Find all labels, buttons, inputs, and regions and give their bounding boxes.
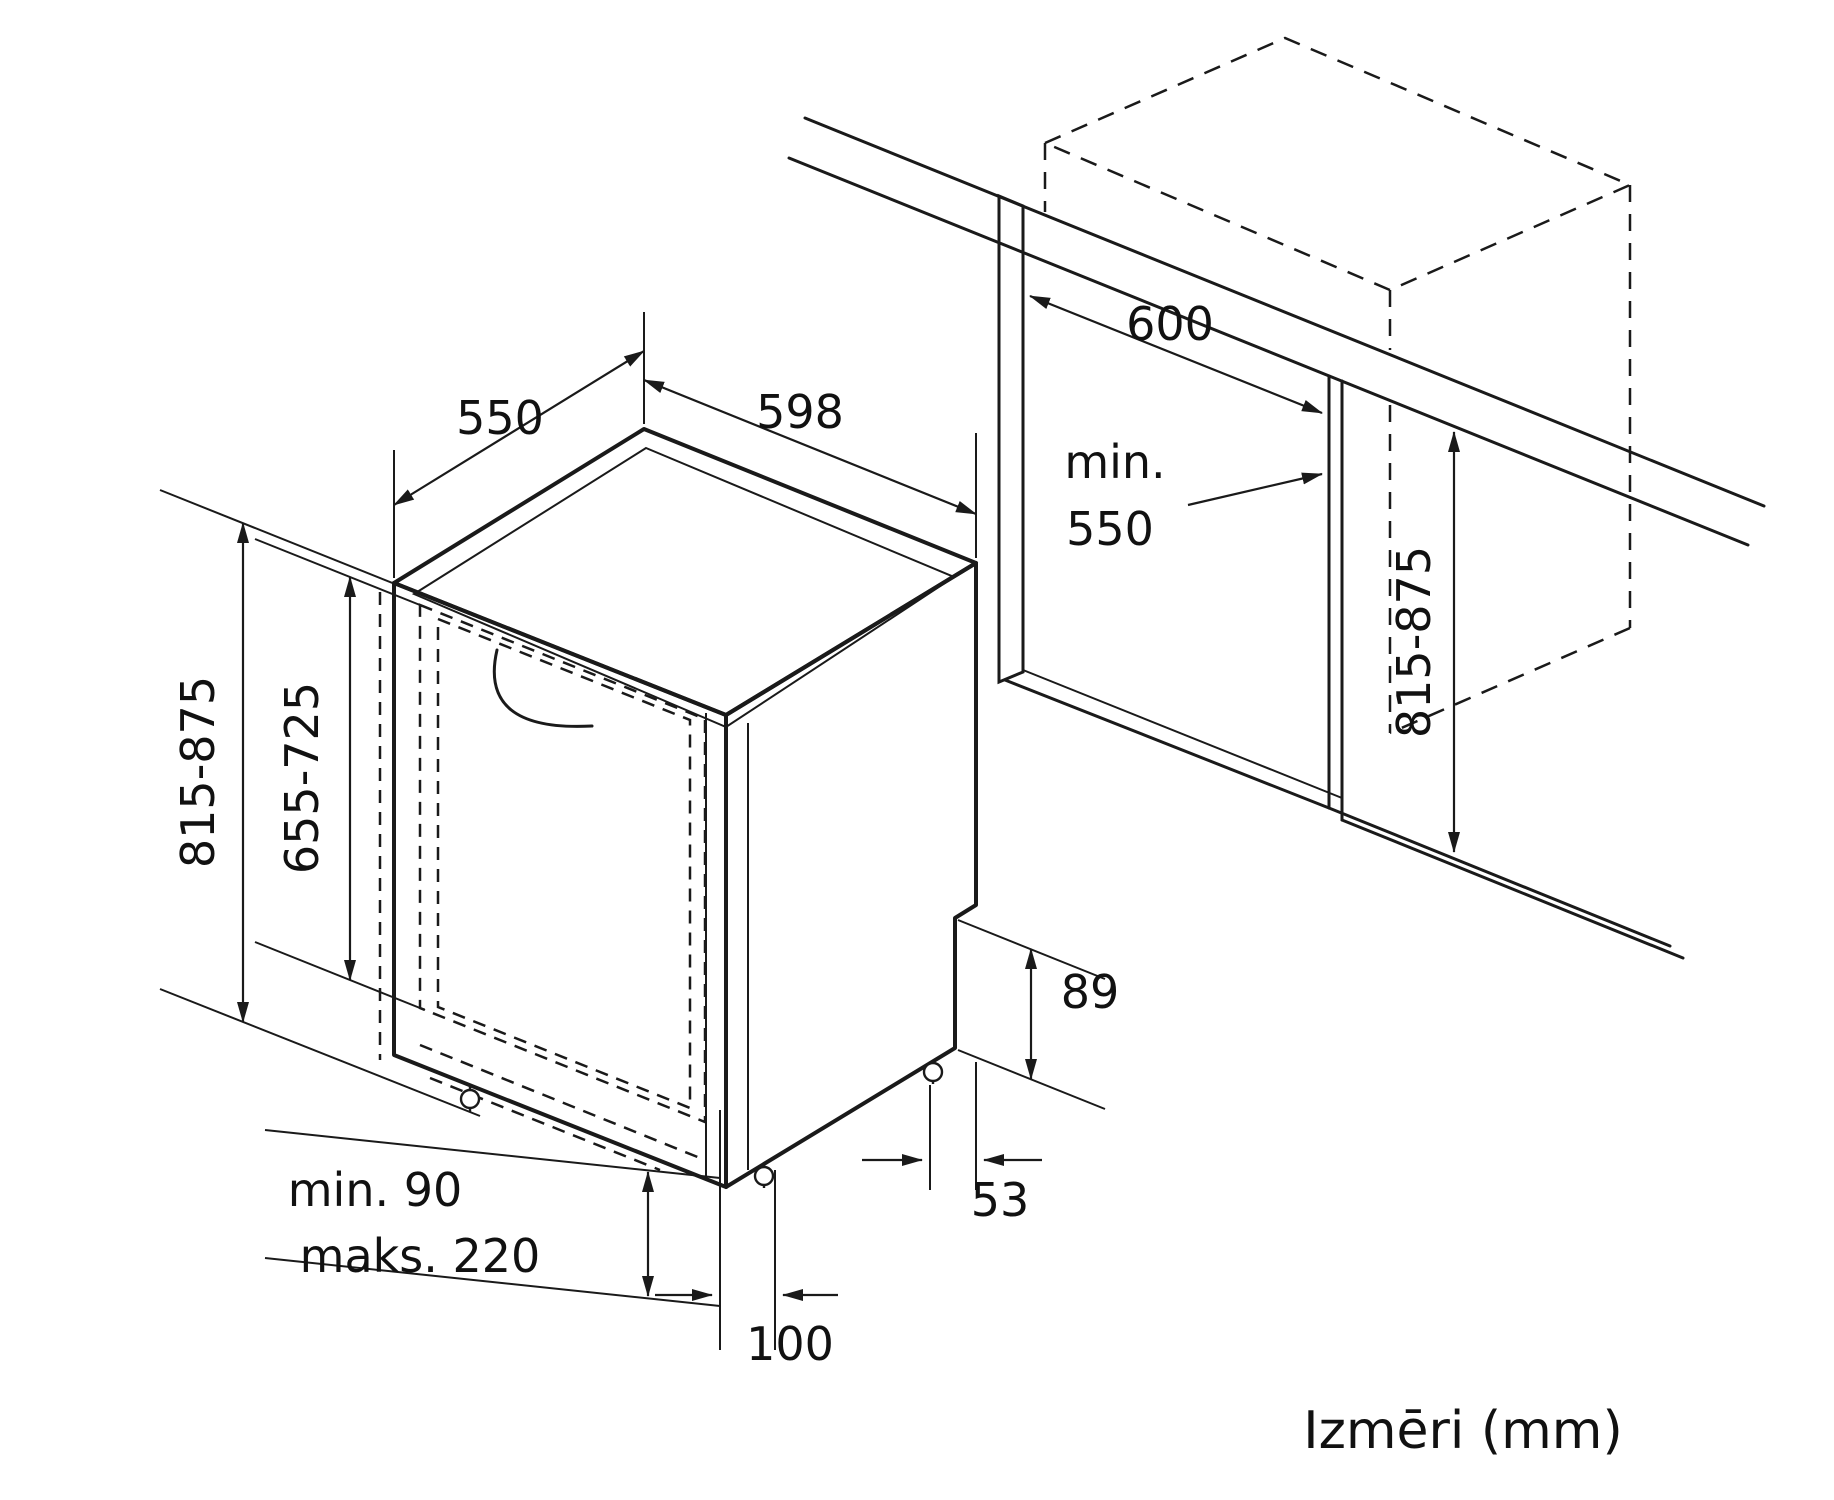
dim-label-plinth-max: maks. 220 xyxy=(300,1229,541,1283)
niche-floor-edge-2 xyxy=(1340,818,1685,960)
niche-floor-front xyxy=(1003,678,1331,810)
dim-line-depth-550 xyxy=(393,350,645,506)
foot-front-right xyxy=(753,1165,775,1187)
adjustable-feet xyxy=(459,1060,944,1188)
dim-label-niche-depth-value: 550 xyxy=(1066,502,1154,556)
dim-label-rear-offset: 53 xyxy=(971,1173,1030,1227)
worktop-front-edge xyxy=(803,116,1766,508)
cabinet-side-wall xyxy=(997,193,1025,685)
door-handle-arc xyxy=(492,648,594,728)
dim-label-niche-depth-word: min. xyxy=(1064,435,1165,489)
top-face xyxy=(392,427,978,717)
dimension-lines: 550 598 815-875 655-725 89 53 100 min. 9… xyxy=(171,294,1460,1371)
door-face xyxy=(392,581,728,1189)
side-face-with-rear-notch xyxy=(724,561,978,1189)
dim-label-height-overall: 815-875 xyxy=(171,676,225,868)
diagram-caption: Izmēri (mm) xyxy=(1303,1401,1623,1461)
dim-label-niche-width: 600 xyxy=(1126,297,1214,351)
dim-line-niche-width xyxy=(1029,294,1323,415)
dim-label-niche-height: 815-875 xyxy=(1387,546,1441,738)
foot-rear xyxy=(922,1061,944,1083)
niche-floor-edge xyxy=(1327,806,1672,948)
niche-floor-front-2 xyxy=(1022,669,1343,799)
furniture-panel-dashed xyxy=(378,592,707,1172)
dim-label-plinth-min: min. 90 xyxy=(288,1163,463,1217)
dim-label-rear-recess: 89 xyxy=(1061,965,1120,1019)
foot-front-left xyxy=(459,1088,481,1110)
dishwasher-body xyxy=(378,427,978,1189)
dim-label-width-598: 598 xyxy=(756,385,844,439)
dim-label-base-recess: 100 xyxy=(746,1317,834,1371)
dim-line-niche-depth xyxy=(1187,472,1323,507)
dim-label-depth-550: 550 xyxy=(456,391,544,445)
dim-line-width-598 xyxy=(643,378,977,516)
dim-label-panel-height: 655-725 xyxy=(275,682,329,874)
niche-dashed-outline xyxy=(1041,36,1634,735)
